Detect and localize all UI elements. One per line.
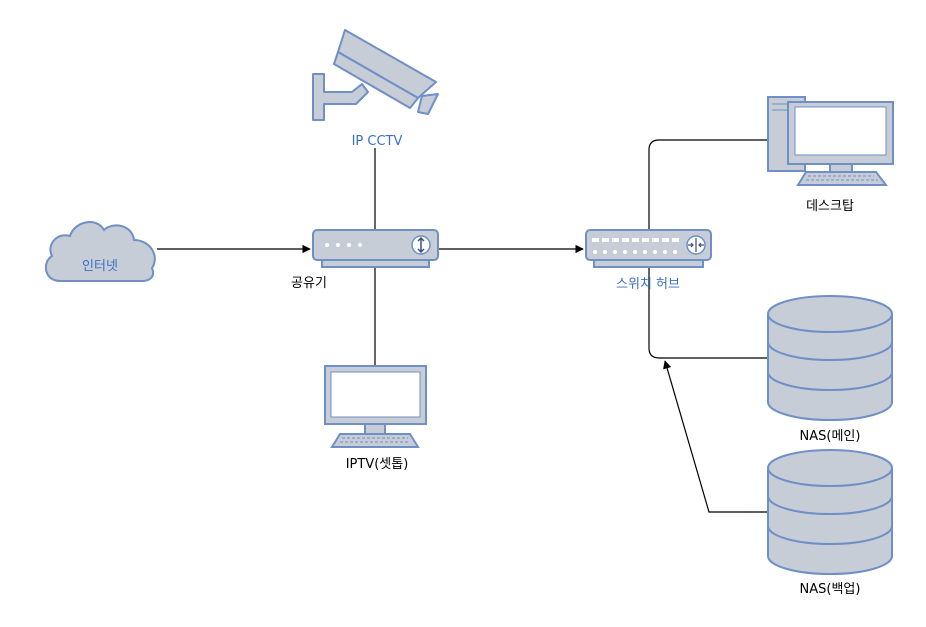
monitor-icon xyxy=(324,365,427,448)
iptv-label: IPTV(셋톱) xyxy=(346,457,409,472)
switch-to-nas-main-edge xyxy=(648,267,768,359)
desktop-node[interactable]: 데스크탑 xyxy=(767,96,894,214)
cloud-icon xyxy=(44,221,156,282)
desktop-label: 데스크탑 xyxy=(806,199,854,214)
connectors xyxy=(157,139,768,513)
switch-node[interactable]: 스위치 허브 xyxy=(585,229,712,292)
router-node[interactable]: 공유기 xyxy=(291,229,439,291)
desktop-pc-icon xyxy=(767,96,894,186)
internet-node[interactable]: 인터넷 xyxy=(44,221,156,282)
nas-main-label: NAS(메인) xyxy=(800,429,861,444)
nas-backup-node[interactable]: NAS(백업) xyxy=(767,449,893,597)
internet-label: 인터넷 xyxy=(82,259,118,274)
iptv-node[interactable]: IPTV(셋톱) xyxy=(324,365,427,472)
nas-main-node[interactable]: NAS(메인) xyxy=(767,295,893,444)
router-icon xyxy=(312,229,439,268)
nas-backup-label: NAS(백업) xyxy=(800,582,861,597)
database-icon xyxy=(767,295,893,421)
nas-backup-to-switch-edge xyxy=(663,360,768,513)
cctv-label: IP CCTV xyxy=(352,134,403,149)
router-label: 공유기 xyxy=(291,276,327,291)
security-camera-icon xyxy=(312,29,439,121)
switch-to-desktop-edge xyxy=(648,139,768,230)
switch-label: 스위치 허브 xyxy=(616,277,680,292)
switch-hub-icon xyxy=(585,229,712,268)
database-icon xyxy=(767,449,893,575)
cctv-node[interactable]: IP CCTV xyxy=(312,29,439,149)
